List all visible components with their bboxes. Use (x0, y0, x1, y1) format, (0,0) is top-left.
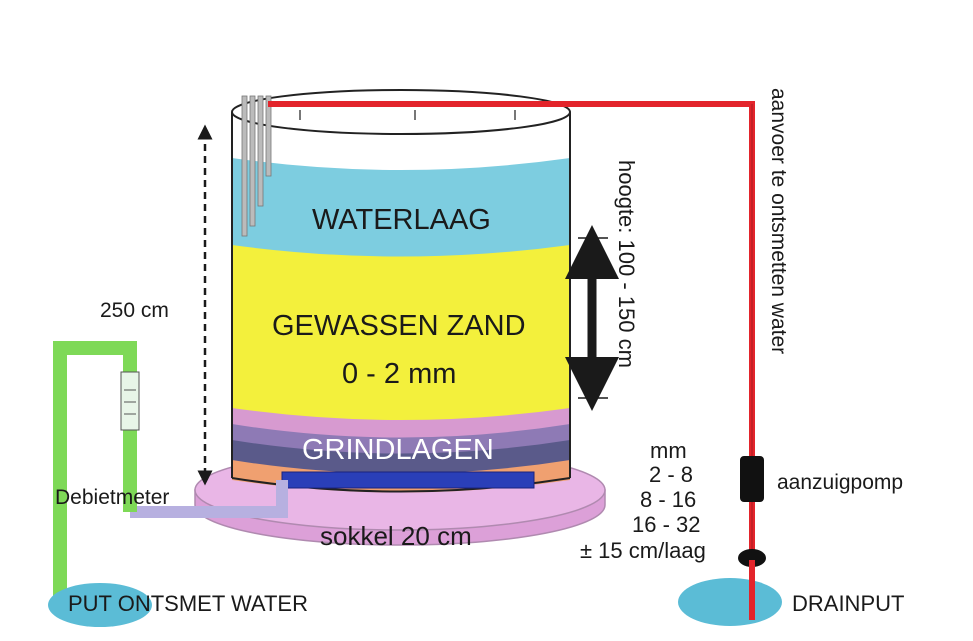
drain-well (678, 578, 782, 626)
drain-label: DRAINPUT (792, 591, 905, 616)
tank-layers (232, 101, 570, 493)
gravel-unit-label: mm (650, 438, 687, 463)
gravel-size-row: 2 - 8 (649, 462, 694, 487)
sand-layer-label: GEWASSEN ZAND (272, 310, 526, 342)
suction-pump (740, 456, 764, 502)
outlet-pipe (53, 341, 137, 610)
gravel-layer-label: GRINDLAGEN (302, 434, 494, 466)
gravel-size-row: 16 - 32 (632, 512, 701, 537)
flowmeter-label: Debietmeter (55, 486, 170, 509)
water-layer-label: WATERLAAG (312, 204, 491, 236)
inlet-tubes (241, 95, 516, 237)
outlet-pipe-inner (130, 480, 288, 518)
sand-grain-label: 0 - 2 mm (342, 358, 457, 390)
gravel-per-layer-label: ± 15 cm/laag (580, 538, 706, 563)
disinfected-water-well (48, 583, 152, 627)
drain-plate (281, 471, 535, 489)
total-height-label: 250 cm (100, 299, 169, 322)
flowmeter (120, 371, 140, 431)
supply-pipe (268, 101, 755, 620)
pump-foot (738, 549, 766, 567)
pump-label: aanzuigpomp (777, 471, 904, 494)
well-label: PUT ONTSMET WATER (68, 591, 308, 616)
gravel-size-row: 8 - 16 (640, 487, 697, 512)
supply-label: aanvoer te ontsmetten water (767, 88, 790, 355)
sand-height-label: hoogte: 100 - 150 cm (614, 160, 639, 368)
base-label: sokkel 20 cm (320, 521, 472, 551)
